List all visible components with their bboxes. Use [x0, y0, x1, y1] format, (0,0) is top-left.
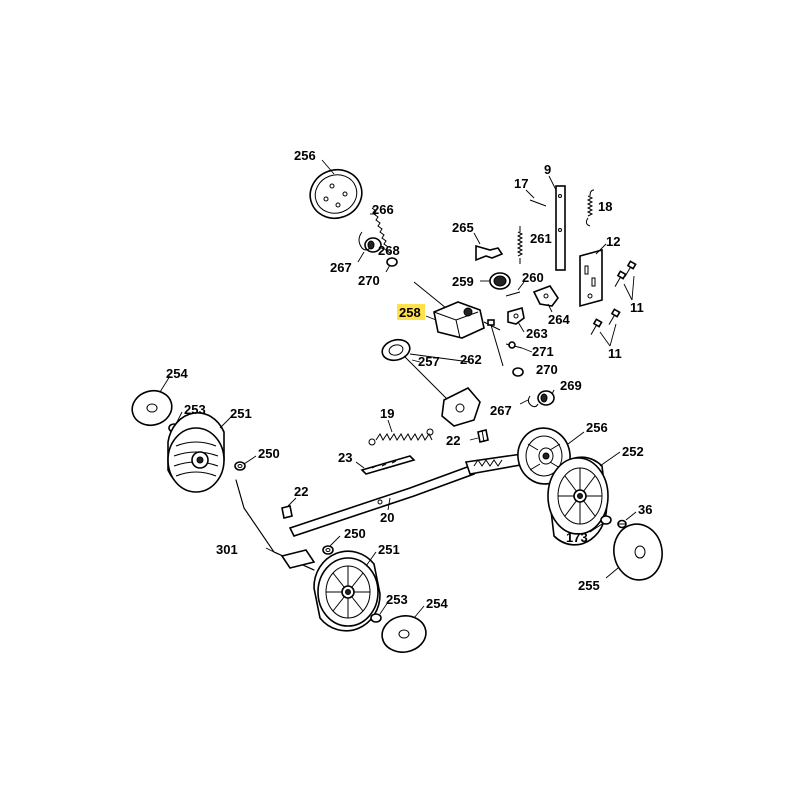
label-253-lower: 253	[386, 592, 408, 607]
part-11-bolts-upper	[614, 260, 637, 287]
label-271: 271	[532, 344, 554, 359]
label-301: 301	[216, 542, 238, 557]
part-264-lever	[532, 285, 559, 307]
part-267-clip-lower	[527, 395, 539, 408]
label-23: 23	[338, 450, 352, 465]
part-22-clip-lower	[281, 505, 293, 519]
label-267-lower: 267	[490, 403, 512, 418]
part-19-spring	[368, 428, 434, 446]
part-251-wheel-left-lower	[313, 550, 381, 632]
label-253-upper: 253	[184, 402, 206, 417]
label-250-upper: 250	[258, 446, 280, 461]
label-263: 263	[526, 326, 548, 341]
part-12-mounting-plate	[579, 248, 603, 308]
label-19: 19	[380, 406, 394, 421]
label-268: 268	[378, 243, 400, 258]
part-301-front-axle	[235, 479, 316, 571]
part-265-bracket	[475, 244, 504, 262]
part-266-spring	[371, 207, 391, 254]
part-22-clip-upper	[477, 429, 489, 443]
part-260-pin	[505, 291, 521, 297]
part-270-washer-top	[386, 257, 398, 267]
part-18-spring	[585, 189, 595, 227]
label-265: 265	[452, 220, 474, 235]
part-261-spring	[516, 226, 524, 264]
label-11-lower: 11	[608, 346, 622, 361]
label-255: 255	[578, 578, 600, 593]
label-17: 17	[514, 176, 528, 191]
part-256-hubcap-top	[309, 168, 363, 220]
label-257: 257	[418, 354, 440, 369]
label-270-top: 270	[358, 273, 380, 288]
label-173: 173	[566, 530, 588, 545]
highlight-258	[397, 304, 425, 320]
label-254-lower: 254	[426, 596, 448, 611]
label-9: 9	[544, 162, 551, 177]
part-11-bolts-lower	[590, 308, 621, 335]
label-251-upper: 251	[230, 406, 252, 421]
label-22-upper: 22	[446, 433, 460, 448]
part-257-axle-assembly	[381, 338, 481, 427]
label-251-lower: 251	[378, 542, 400, 557]
part-267-clip-top	[358, 231, 371, 251]
label-260: 260	[522, 270, 544, 285]
label-252: 252	[622, 444, 644, 459]
label-36: 36	[638, 502, 652, 517]
part-20-adjuster-bar	[288, 453, 528, 537]
part-252-wheel-right	[547, 456, 609, 546]
label-259: 259	[452, 274, 474, 289]
label-270-lower: 270	[536, 362, 558, 377]
label-264: 264	[548, 312, 570, 327]
label-18: 18	[598, 199, 612, 214]
part-270-washer-lower	[512, 367, 524, 377]
label-22-lower: 22	[294, 484, 308, 499]
label-269: 269	[560, 378, 582, 393]
part-259-pulley	[489, 272, 511, 290]
part-173-washer	[600, 515, 612, 525]
part-254-hubcap-left-lower	[381, 615, 427, 653]
part-23-link	[360, 455, 416, 475]
label-254-upper: 254	[166, 366, 188, 381]
label-267-top: 267	[330, 260, 352, 275]
label-11-upper: 11	[630, 300, 644, 315]
label-262: 262	[460, 352, 482, 367]
part-36-nut	[617, 519, 627, 529]
label-20: 20	[380, 510, 394, 525]
label-256-top: 256	[294, 148, 316, 163]
part-254-hubcap-left-upper	[131, 389, 173, 427]
part-250-nut-left-lower	[322, 545, 334, 555]
part-263-bracket	[507, 306, 525, 325]
label-266: 266	[372, 202, 394, 217]
label-258: 258	[399, 305, 421, 320]
label-256-right: 256	[586, 420, 608, 435]
part-269-bushing	[537, 390, 555, 406]
label-12: 12	[606, 234, 620, 249]
part-271-pin	[505, 341, 523, 349]
label-250-lower: 250	[344, 526, 366, 541]
label-261: 261	[530, 231, 552, 246]
part-9-control-rod	[555, 185, 566, 271]
part-251-wheel-left-upper	[167, 411, 225, 493]
part-258-gearbox	[413, 281, 501, 339]
part-262-bolt	[487, 319, 504, 367]
part-250-nut-left-upper	[234, 461, 246, 471]
part-255-hubcap-right-lower	[613, 523, 663, 581]
part-17-pin	[529, 199, 547, 207]
part-253-washer-left-lower	[370, 613, 382, 623]
